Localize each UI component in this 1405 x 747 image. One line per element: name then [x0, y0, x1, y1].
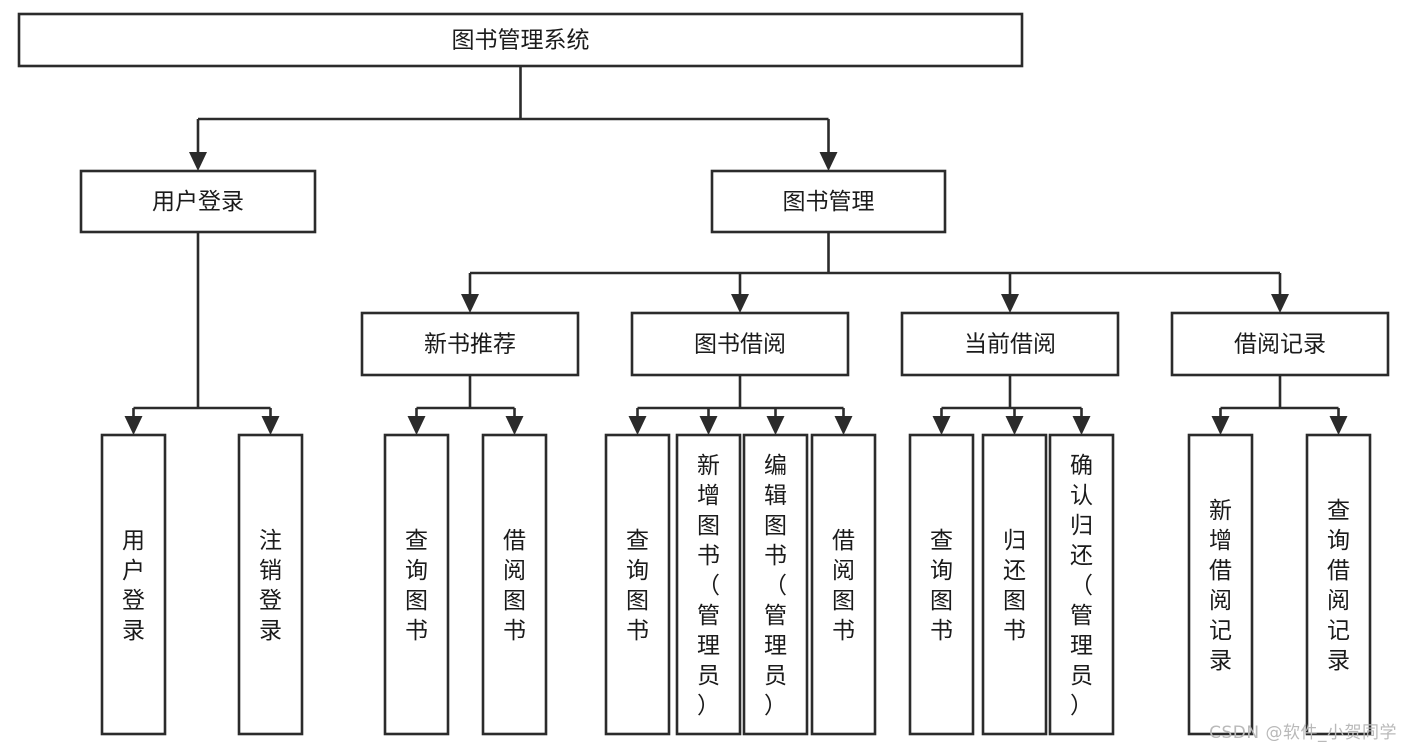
- node-label: 归还图书: [1003, 528, 1026, 644]
- node-leaf-8[interactable]: 查询图书: [908, 433, 975, 736]
- arrow-head-icon: [1211, 416, 1230, 435]
- node-leaf-11[interactable]: 新增借阅记录: [1187, 433, 1254, 736]
- node-leaf-1[interactable]: 注销登录: [237, 433, 304, 736]
- arrow-head-icon: [261, 416, 280, 435]
- node-rect: [360, 311, 580, 377]
- node-label: 借阅图书: [503, 528, 526, 644]
- node-label: 查询图书: [626, 528, 649, 644]
- arrow-head-icon: [1329, 416, 1348, 435]
- node-rect: [1187, 433, 1254, 736]
- node-rect: [675, 433, 742, 736]
- arrow-head-icon: [1072, 416, 1091, 435]
- node-leaf-10[interactable]: 确认归还（管理员）: [1048, 433, 1115, 736]
- node-l3-0[interactable]: 新书推荐: [360, 311, 580, 377]
- arrow-head-icon: [461, 294, 479, 313]
- node-leaf-2[interactable]: 查询图书: [383, 433, 450, 736]
- node-label: 新增借阅记录: [1209, 498, 1232, 674]
- node-rect: [481, 433, 548, 736]
- arrow-head-icon: [628, 416, 647, 435]
- node-rect: [383, 433, 450, 736]
- arrow-head-icon: [124, 416, 143, 435]
- node-rect: [742, 433, 809, 736]
- arrow-head-icon: [1271, 294, 1289, 313]
- arrow-head-icon: [189, 152, 207, 171]
- arrow-head-icon: [407, 416, 426, 435]
- node-label: 新书推荐: [424, 332, 516, 358]
- node-rect: [604, 433, 671, 736]
- node-leaf-7[interactable]: 借阅图书: [810, 433, 877, 736]
- node-l2-0[interactable]: 用户登录: [79, 169, 317, 234]
- node-label: 新增图书（管理员）: [697, 453, 720, 719]
- node-rect: [1048, 433, 1115, 736]
- node-label: 用户登录: [122, 528, 145, 644]
- arrow-head-icon: [932, 416, 951, 435]
- node-root-图书管理系统[interactable]: 图书管理系统: [17, 12, 1024, 68]
- node-rect: [908, 433, 975, 736]
- node-rect: [17, 12, 1024, 68]
- node-label: 查询图书: [930, 528, 953, 644]
- node-leaf-4[interactable]: 查询图书: [604, 433, 671, 736]
- node-l2-1[interactable]: 图书管理: [710, 169, 947, 234]
- arrow-head-icon: [1005, 416, 1024, 435]
- node-leaf-0[interactable]: 用户登录: [100, 433, 167, 736]
- node-rect: [1170, 311, 1390, 377]
- node-rect: [981, 433, 1048, 736]
- node-label: 图书借阅: [694, 332, 786, 358]
- arrow-head-icon: [505, 416, 524, 435]
- node-leaf-5[interactable]: 新增图书（管理员）: [675, 433, 742, 736]
- node-rect: [810, 433, 877, 736]
- node-label: 确认归还（管理员）: [1070, 453, 1093, 719]
- node-label: 借阅图书: [832, 528, 855, 644]
- node-label: 用户登录: [152, 189, 244, 215]
- node-rect: [630, 311, 850, 377]
- arrow-head-icon: [731, 294, 749, 313]
- node-label: 借阅记录: [1234, 332, 1326, 358]
- arrow-head-icon: [1001, 294, 1019, 313]
- arrow-head-icon: [699, 416, 718, 435]
- node-label: 查询图书: [405, 528, 428, 644]
- node-label: 当前借阅: [964, 332, 1056, 358]
- node-rect: [1305, 433, 1372, 736]
- node-rect: [237, 433, 304, 736]
- node-leaf-12[interactable]: 查询借阅记录: [1305, 433, 1372, 736]
- node-rect: [900, 311, 1120, 377]
- watermark-text: CSDN @软件_小贺同学: [1209, 723, 1397, 743]
- node-leaf-6[interactable]: 编辑图书（管理员）: [742, 433, 809, 736]
- node-rect: [100, 433, 167, 736]
- arrow-head-icon: [766, 416, 785, 435]
- node-rect: [710, 169, 947, 234]
- node-leaf-9[interactable]: 归还图书: [981, 433, 1048, 736]
- node-label: 查询借阅记录: [1327, 498, 1350, 674]
- arrow-head-icon: [819, 152, 838, 171]
- nodes-layer: 图书管理系统用户登录图书管理新书推荐图书借阅当前借阅借阅记录用户登录注销登录查询…: [17, 12, 1390, 736]
- arrow-head-icon: [834, 416, 853, 435]
- node-l3-2[interactable]: 当前借阅: [900, 311, 1120, 377]
- node-label: 图书管理系统: [452, 28, 590, 54]
- node-label: 注销登录: [259, 528, 282, 644]
- node-leaf-3[interactable]: 借阅图书: [481, 433, 548, 736]
- node-label: 编辑图书（管理员）: [764, 453, 787, 719]
- node-l3-3[interactable]: 借阅记录: [1170, 311, 1390, 377]
- node-l3-1[interactable]: 图书借阅: [630, 311, 850, 377]
- node-rect: [79, 169, 317, 234]
- node-label: 图书管理: [783, 189, 875, 215]
- connectors-layer: [124, 66, 1348, 435]
